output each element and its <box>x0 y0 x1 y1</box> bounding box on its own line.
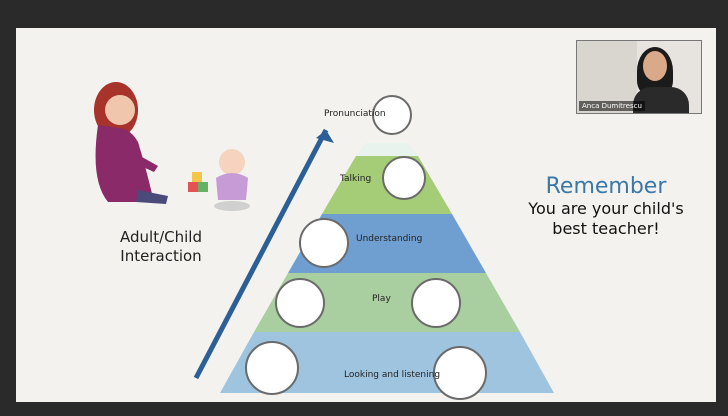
play-portrait-left <box>275 278 325 328</box>
remember-title: Remember <box>545 174 667 199</box>
pronunciation-portrait <box>372 95 412 135</box>
understanding-portrait <box>299 218 349 268</box>
remember-text: Remember You are your child's best teach… <box>486 174 726 239</box>
play-portrait-right <box>411 278 461 328</box>
remember-line-1: You are your child's <box>528 199 684 218</box>
label-pronunciation: Pronunciation <box>324 109 386 119</box>
talking-portrait <box>382 156 426 200</box>
label-looking-listening: Looking and listening <box>344 370 441 380</box>
caption-line-1: Adult/Child <box>120 228 202 246</box>
looking-portrait-right <box>433 346 487 400</box>
label-understanding: Understanding <box>356 234 423 244</box>
label-talking: Talking <box>340 174 372 184</box>
participant-name-tag: Anca Dumitrescu <box>579 101 645 111</box>
participant-video-tile[interactable]: Anca Dumitrescu <box>576 40 702 114</box>
baby-icon <box>219 149 245 175</box>
learning-pyramid <box>193 95 554 400</box>
caption-line-2: Interaction <box>120 247 202 265</box>
remember-line-2: best teacher! <box>552 219 660 238</box>
adult-child-caption: Adult/Child Interaction <box>86 228 236 266</box>
looking-portrait-left <box>245 341 299 395</box>
participant-face <box>643 51 667 81</box>
pyramid-layer-pronunciation <box>356 143 418 156</box>
ladder-arrow-icon <box>193 128 329 380</box>
label-play: Play <box>372 294 391 304</box>
blocks-icon <box>188 182 198 192</box>
adult-child-illustration-icon <box>94 82 250 211</box>
